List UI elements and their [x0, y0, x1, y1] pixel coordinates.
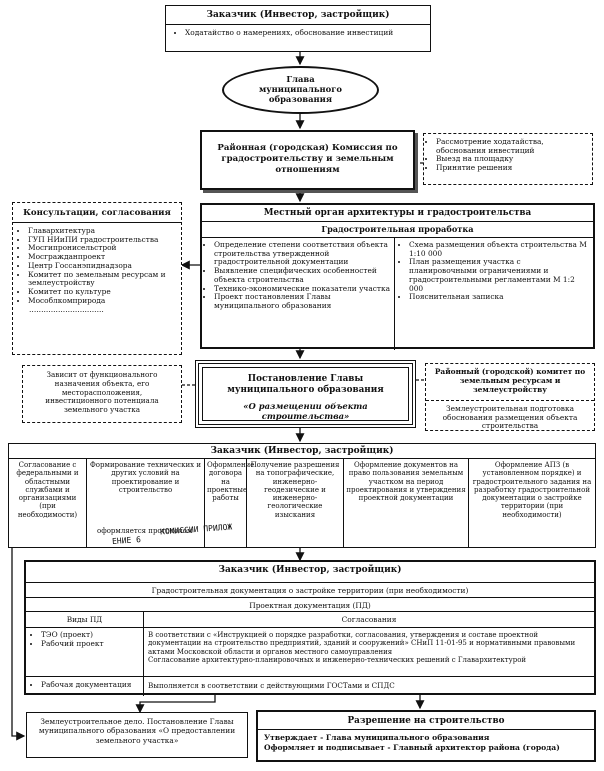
permit-title: Разрешение на строительство	[347, 716, 505, 726]
top-customer-title: Заказчик (Инвестор, застройщик)	[206, 10, 390, 20]
permit-line1: Утверждает - Глава муниципального образо…	[264, 733, 490, 742]
col-pd-header: Виды ПД	[66, 615, 103, 624]
top-customer-block: Заказчик (Инвестор, застройщик) Ходатайс…	[165, 5, 431, 52]
customer-cell-5: Оформление документов на право пользован…	[344, 459, 469, 548]
customer-cell-4: Получение разрешения на топографические,…	[247, 459, 344, 548]
head-line2: муниципального	[259, 84, 342, 95]
consult-item-1: Главархитектура	[28, 226, 177, 236]
permit-block: Разрешение на строительство Утверждает -…	[256, 710, 596, 762]
main-table-title: Заказчик (Инвестор, застройщик)	[218, 565, 402, 575]
arrow-left-to-land-case	[11, 530, 26, 741]
work-docs-text: Выполняется в соответствии с действующим…	[144, 676, 594, 690]
commission-note-2: Выезд на площадку	[436, 155, 589, 164]
consult-title: Консультации, согласования	[23, 208, 171, 218]
dependent-note-text: Зависит от функционального назначения об…	[45, 370, 159, 415]
customer-row-block: Заказчик (Инвестор, застройщик) Согласов…	[8, 443, 596, 548]
consult-item-5: Центр Госсанэпиднадзора	[28, 261, 177, 271]
consult-item-7: Комитет по культуре	[28, 287, 177, 297]
consult-item-8: Мособлкомприрода	[28, 296, 177, 306]
top-customer-item: Ходатайство о намерениях, обоснование ин…	[185, 28, 430, 38]
main-table-row1: Градостроительная документация о застрой…	[151, 586, 469, 595]
local-organ-block: Местный орган архитектуры и градостроите…	[200, 203, 595, 350]
pd-item-2: Рабочий проект	[41, 639, 143, 649]
col-agreements-header: Согласования	[341, 615, 397, 624]
commission-notes: Рассмотрение ходатайства, обоснования ин…	[423, 133, 593, 185]
local-left-3: Технико-экономические показатели участка	[214, 284, 391, 294]
consult-item-6: Комитет по земельным ресурсам и землеуст…	[28, 270, 177, 288]
agreements-text: В соответствии с «Инструкцией о порядке …	[148, 631, 576, 656]
head-ellipse: Глава муниципального образования	[222, 66, 379, 114]
commission-note-1: Рассмотрение ходатайства, обоснования ин…	[436, 137, 589, 155]
local-left-2: Выявление специфических особенностей объ…	[214, 266, 391, 284]
protocol-label: оформляется протоколом	[97, 527, 193, 535]
consult-item-4: Мосгражданпроект	[28, 252, 177, 262]
head-line3: образования	[268, 94, 333, 105]
local-left-1: Определение степени соответствия объекта…	[214, 240, 391, 267]
pd-item-1: ТЭО (проект)	[41, 630, 143, 640]
permit-line2: Оформляет и подписывает - Главный архите…	[264, 742, 560, 752]
local-organ-subtitle: Градостроительная проработка	[321, 224, 474, 234]
customer-cell-2: Формирование технических и других услови…	[87, 459, 205, 548]
agreements-text-2: Согласование архитектурно-планировочных …	[148, 656, 527, 665]
customer-cell-3: Оформление договора на проектные работы	[205, 459, 254, 548]
arrow-table-to-land-case	[135, 695, 216, 714]
consult-dots: ...............................	[29, 304, 104, 314]
customer-cell-1: Согласование с федеральными и областными…	[9, 459, 87, 548]
work-docs-label: Рабочая документация	[41, 680, 143, 690]
land-case-text: Землеустроительное дело. Постановление Г…	[38, 717, 236, 745]
consult-item-2: ГУП НИиПИ градостроительства	[28, 235, 177, 245]
local-right-1: Схема размещения объекта строительства М…	[409, 240, 590, 258]
local-right-2: План размещения участка с планировочными…	[409, 258, 590, 293]
customer-cell-2-text: Формирование технических и других услови…	[90, 461, 201, 494]
consult-block: Консультации, согласования Главархитекту…	[12, 202, 182, 355]
resolution-block: Постановление Главы муниципального образ…	[195, 360, 416, 428]
land-committee-text: Районный (городской) комитет по земельны…	[434, 367, 586, 394]
land-prep-text: Землеустроительная подготовка обосновани…	[442, 403, 578, 431]
land-committee-block: Районный (городской) комитет по земельны…	[425, 363, 595, 431]
commission-text: Районная (городская) Комиссия по градост…	[217, 143, 398, 176]
main-table-row2: Проектная документация (ПД)	[249, 601, 371, 610]
customer-row-title: Заказчик (Инвестор, застройщик)	[210, 446, 394, 456]
resolution-subtitle: «О размещении объекта строительства»	[243, 400, 368, 421]
commission-block: Районная (городская) Комиссия по градост…	[200, 130, 415, 190]
head-line1: Глава	[286, 74, 315, 84]
dependent-note: Зависит от функционального назначения об…	[22, 365, 182, 423]
local-organ-title: Местный орган архитектуры и градостроите…	[263, 208, 532, 218]
local-left-4: Проект постановления Главы муниципальног…	[214, 292, 391, 310]
local-right-3: Пояснительная записка	[409, 293, 590, 302]
commission-note-3: Принятие решения	[436, 163, 589, 173]
customer-cell-6: Оформление АПЗ (в установленном порядке)…	[472, 461, 592, 519]
main-table: Заказчик (Инвестор, застройщик) Градостр…	[24, 560, 596, 696]
consult-item-3: Мосгипронисельстрой	[28, 244, 177, 253]
resolution-title: Постановление Главы муниципального образ…	[227, 374, 384, 395]
land-case-block: Землеустроительное дело. Постановление Г…	[26, 712, 248, 758]
